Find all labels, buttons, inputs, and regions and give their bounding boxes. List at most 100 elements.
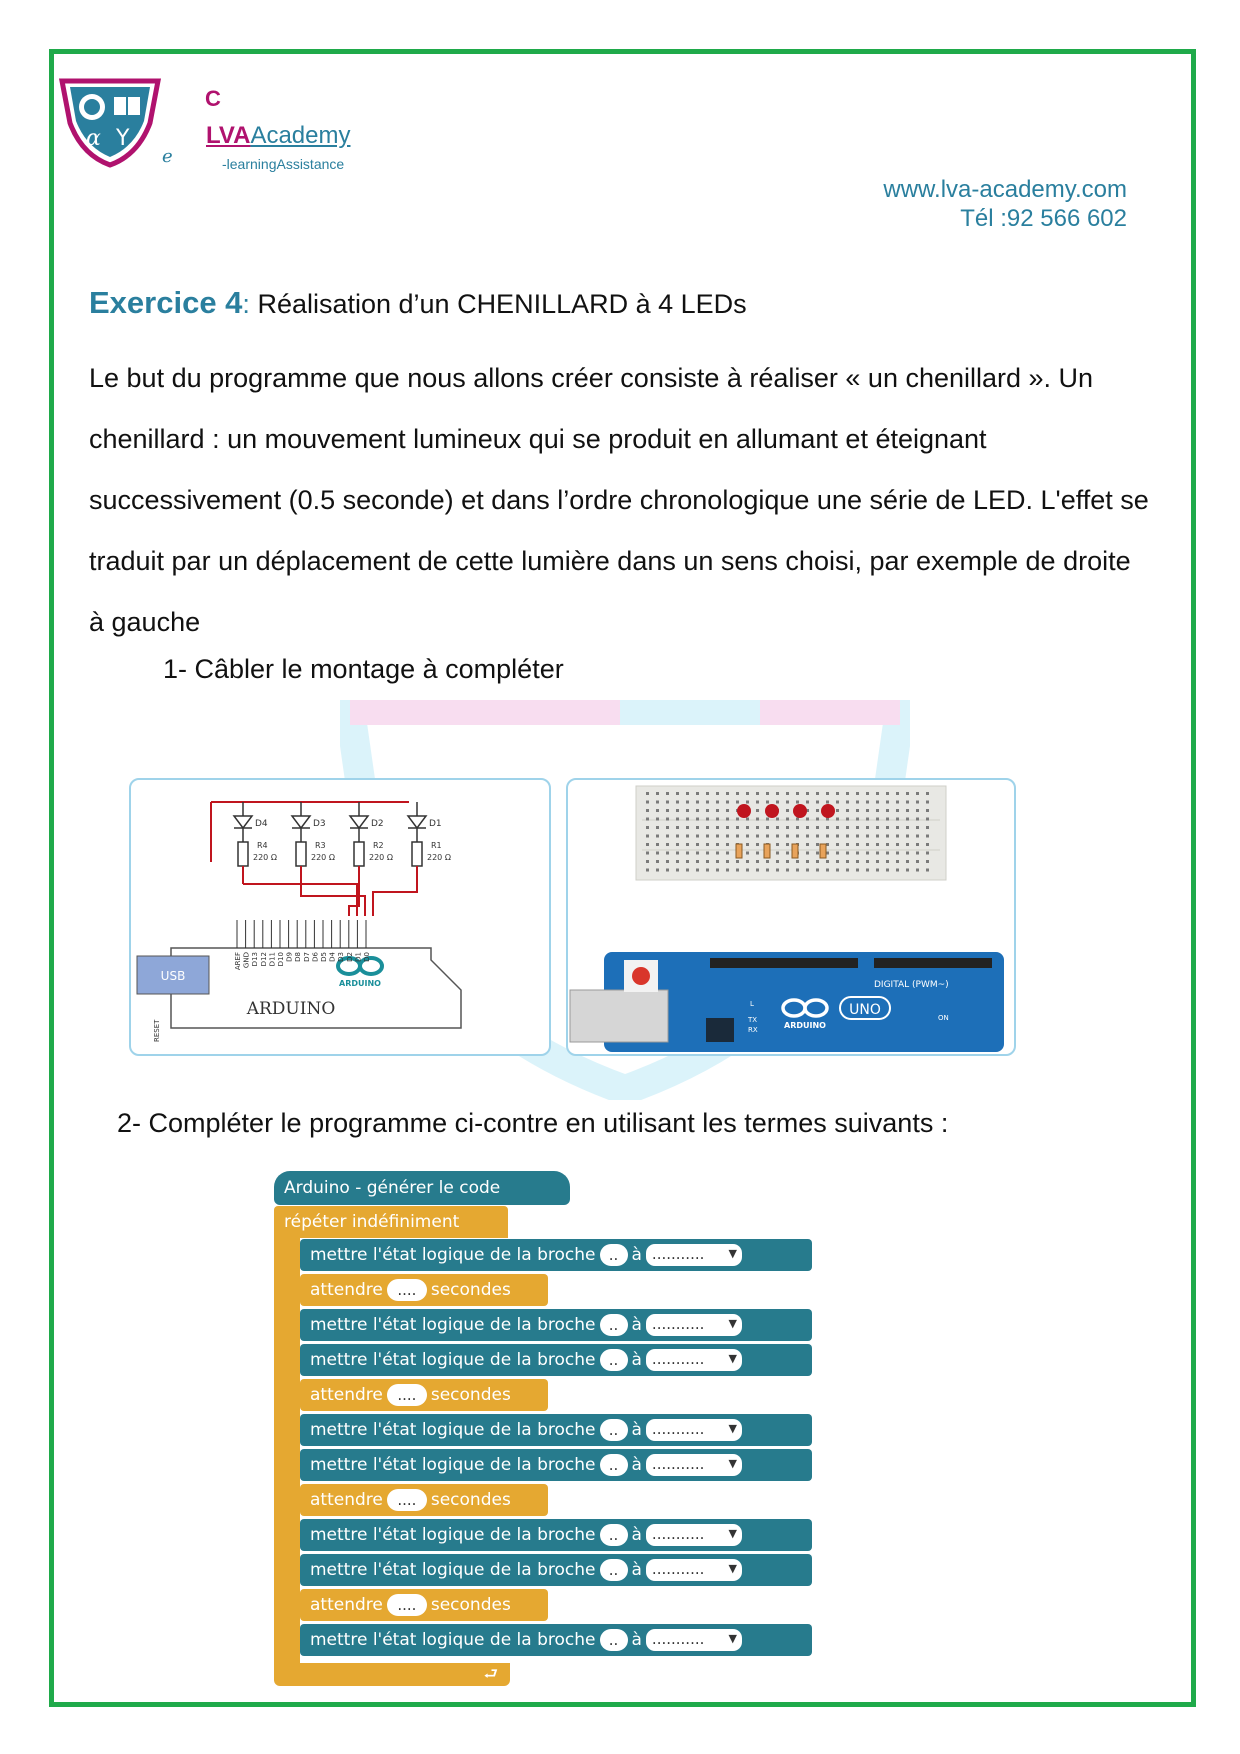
state-dropdown[interactable]: ........... ▼ [645, 1244, 742, 1266]
red-led-icon [793, 804, 807, 818]
seconds-slot[interactable]: .... [386, 1384, 427, 1406]
block-set-pin-state[interactable]: mettre l'état logique de la broche..à...… [300, 1554, 812, 1586]
block-set-pin-state[interactable]: mettre l'état logique de la broche..à...… [300, 1239, 812, 1271]
pin-label: D5 [320, 952, 328, 962]
wait-label: attendre [310, 1595, 383, 1615]
block-wait-seconds[interactable]: attendre....secondes [300, 1589, 548, 1621]
block-wait-seconds[interactable]: attendre....secondes [300, 1379, 548, 1411]
seconds-slot[interactable]: .... [386, 1594, 427, 1616]
block-set-pin-state[interactable]: mettre l'état logique de la broche..à...… [300, 1309, 812, 1341]
seconds-label: secondes [430, 1595, 511, 1615]
pin-label: D8 [294, 952, 302, 962]
pin-number-slot[interactable]: .. [599, 1454, 628, 1476]
resistor-label: R3 [315, 841, 326, 850]
pin-label: D10 [277, 952, 285, 966]
led-label: D4 [255, 819, 268, 829]
state-dropdown[interactable]: ...........▼ [645, 1524, 742, 1546]
set-label: mettre l'état logique de la broche [310, 1455, 596, 1475]
chevron-down-icon: ▼ [728, 1457, 737, 1470]
resistor-label: R4 [257, 841, 268, 850]
pin-number-slot[interactable]: .. [599, 1314, 628, 1336]
resistor-symbol [295, 841, 307, 867]
resistor-value: 220 Ω [311, 853, 335, 862]
pin-label: D1 [354, 952, 362, 962]
a-label: à [631, 1350, 642, 1370]
resistor-label: R2 [373, 841, 384, 850]
led-label: D2 [371, 819, 384, 829]
breadboard-photo: DIGITAL (PWM~) ARDUINO UNO ON TX RX L [569, 785, 1004, 1052]
led-symbol [406, 815, 428, 830]
resistor-icon [791, 843, 799, 859]
chevron-down-icon: ▼ [728, 1247, 737, 1260]
chevron-down-icon: ▼ [728, 1317, 737, 1330]
set-label: mettre l'état logique de la broche [310, 1420, 596, 1440]
block-wait-seconds[interactable]: attendre....secondes [300, 1274, 548, 1306]
wait-label: attendre [310, 1385, 383, 1405]
dropdown-value: ........... [651, 1245, 705, 1263]
brand-e: e [162, 146, 173, 167]
arduino-logo-text: ARDUINO [339, 979, 381, 988]
block-set-pin-state[interactable]: mettre l'état logique de la broche..à...… [300, 1414, 812, 1446]
block-wait-seconds[interactable]: attendre....secondes [300, 1484, 548, 1516]
block-set-pin-state[interactable]: mettre l'état logique de la broche..à...… [300, 1519, 812, 1551]
pin-label: D6 [311, 951, 319, 961]
block-set-pin-state[interactable]: mettre l'état logique de la broche..à...… [300, 1344, 812, 1376]
block-repeat-body [274, 1238, 300, 1663]
pin-number-slot[interactable]: .. [599, 1629, 628, 1651]
resistor-icon [763, 843, 771, 859]
resistor-label: R1 [431, 841, 442, 850]
block-generate-code[interactable]: Arduino - générer le code [274, 1171, 570, 1205]
chevron-down-icon: ▼ [728, 1422, 737, 1435]
exercise-title-text: Réalisation d’un CHENILLARD à 4 LEDs [249, 289, 747, 319]
resistor-symbol [237, 841, 249, 867]
state-dropdown[interactable]: ...........▼ [645, 1559, 742, 1581]
state-dropdown[interactable]: ...........▼ [645, 1349, 742, 1371]
resistor-icon [735, 843, 743, 859]
brand-name: LVAAcademy [206, 122, 350, 150]
pin-label: GND [243, 952, 251, 968]
resistor-icon [819, 843, 827, 859]
block-set-pin-state[interactable]: mettre l'état logique de la broche..à...… [300, 1624, 812, 1656]
pin-number-slot[interactable]: .. [599, 1524, 628, 1546]
pin-number-slot[interactable]: .. [599, 1559, 628, 1581]
svg-text:α: α [86, 126, 101, 151]
digital-label: DIGITAL (PWM~) [874, 980, 949, 990]
led-label: D1 [429, 819, 442, 829]
chevron-down-icon: ▼ [728, 1562, 737, 1575]
loop-return-icon: ⮐ [483, 1664, 498, 1683]
state-dropdown[interactable]: ...........▼ [645, 1454, 742, 1476]
step-2: 2- Compléter le programme ci-contre en u… [117, 1108, 949, 1138]
pin-number-slot[interactable]: .. [599, 1244, 628, 1266]
led-symbol [290, 815, 312, 830]
website-link[interactable]: www.lva-academy.com [883, 176, 1127, 203]
state-dropdown[interactable]: ...........▼ [645, 1419, 742, 1441]
exercise-title: Exercice 4: Réalisation d’un CHENILLARD … [89, 285, 747, 321]
block-repeat-forever[interactable]: répéter indéfiniment [274, 1206, 508, 1238]
seconds-slot[interactable]: .... [386, 1489, 427, 1511]
dropdown-value: ........... [651, 1525, 705, 1543]
exercise-label: Exercice 4 [89, 285, 243, 320]
resistor-value: 220 Ω [427, 853, 451, 862]
step-1: 1- Câbler le montage à compléter [163, 654, 564, 684]
pin-number-slot[interactable]: .. [599, 1419, 628, 1441]
tx-label: TX [747, 1016, 757, 1024]
pin-label: D11 [268, 952, 276, 966]
chevron-down-icon: ▼ [728, 1632, 737, 1645]
a-label: à [631, 1525, 642, 1545]
resistor-symbol [353, 841, 365, 867]
rx-label: RX [748, 1026, 758, 1034]
led-symbol [348, 815, 370, 830]
set-label: mettre l'état logique de la broche [310, 1350, 596, 1370]
seconds-label: secondes [430, 1385, 511, 1405]
pin-label: D3 [337, 952, 345, 962]
a-label: à [631, 1560, 642, 1580]
state-dropdown[interactable]: ...........▼ [645, 1629, 742, 1651]
pin-number-slot[interactable]: .. [599, 1349, 628, 1371]
state-dropdown[interactable]: ...........▼ [645, 1314, 742, 1336]
block-set-pin-state[interactable]: mettre l'état logique de la broche..à...… [300, 1449, 812, 1481]
wait-label: attendre [310, 1490, 383, 1510]
a-label: à [631, 1420, 642, 1440]
seconds-slot[interactable]: .... [386, 1279, 427, 1301]
set-label: mettre l'état logique de la broche [310, 1315, 596, 1335]
